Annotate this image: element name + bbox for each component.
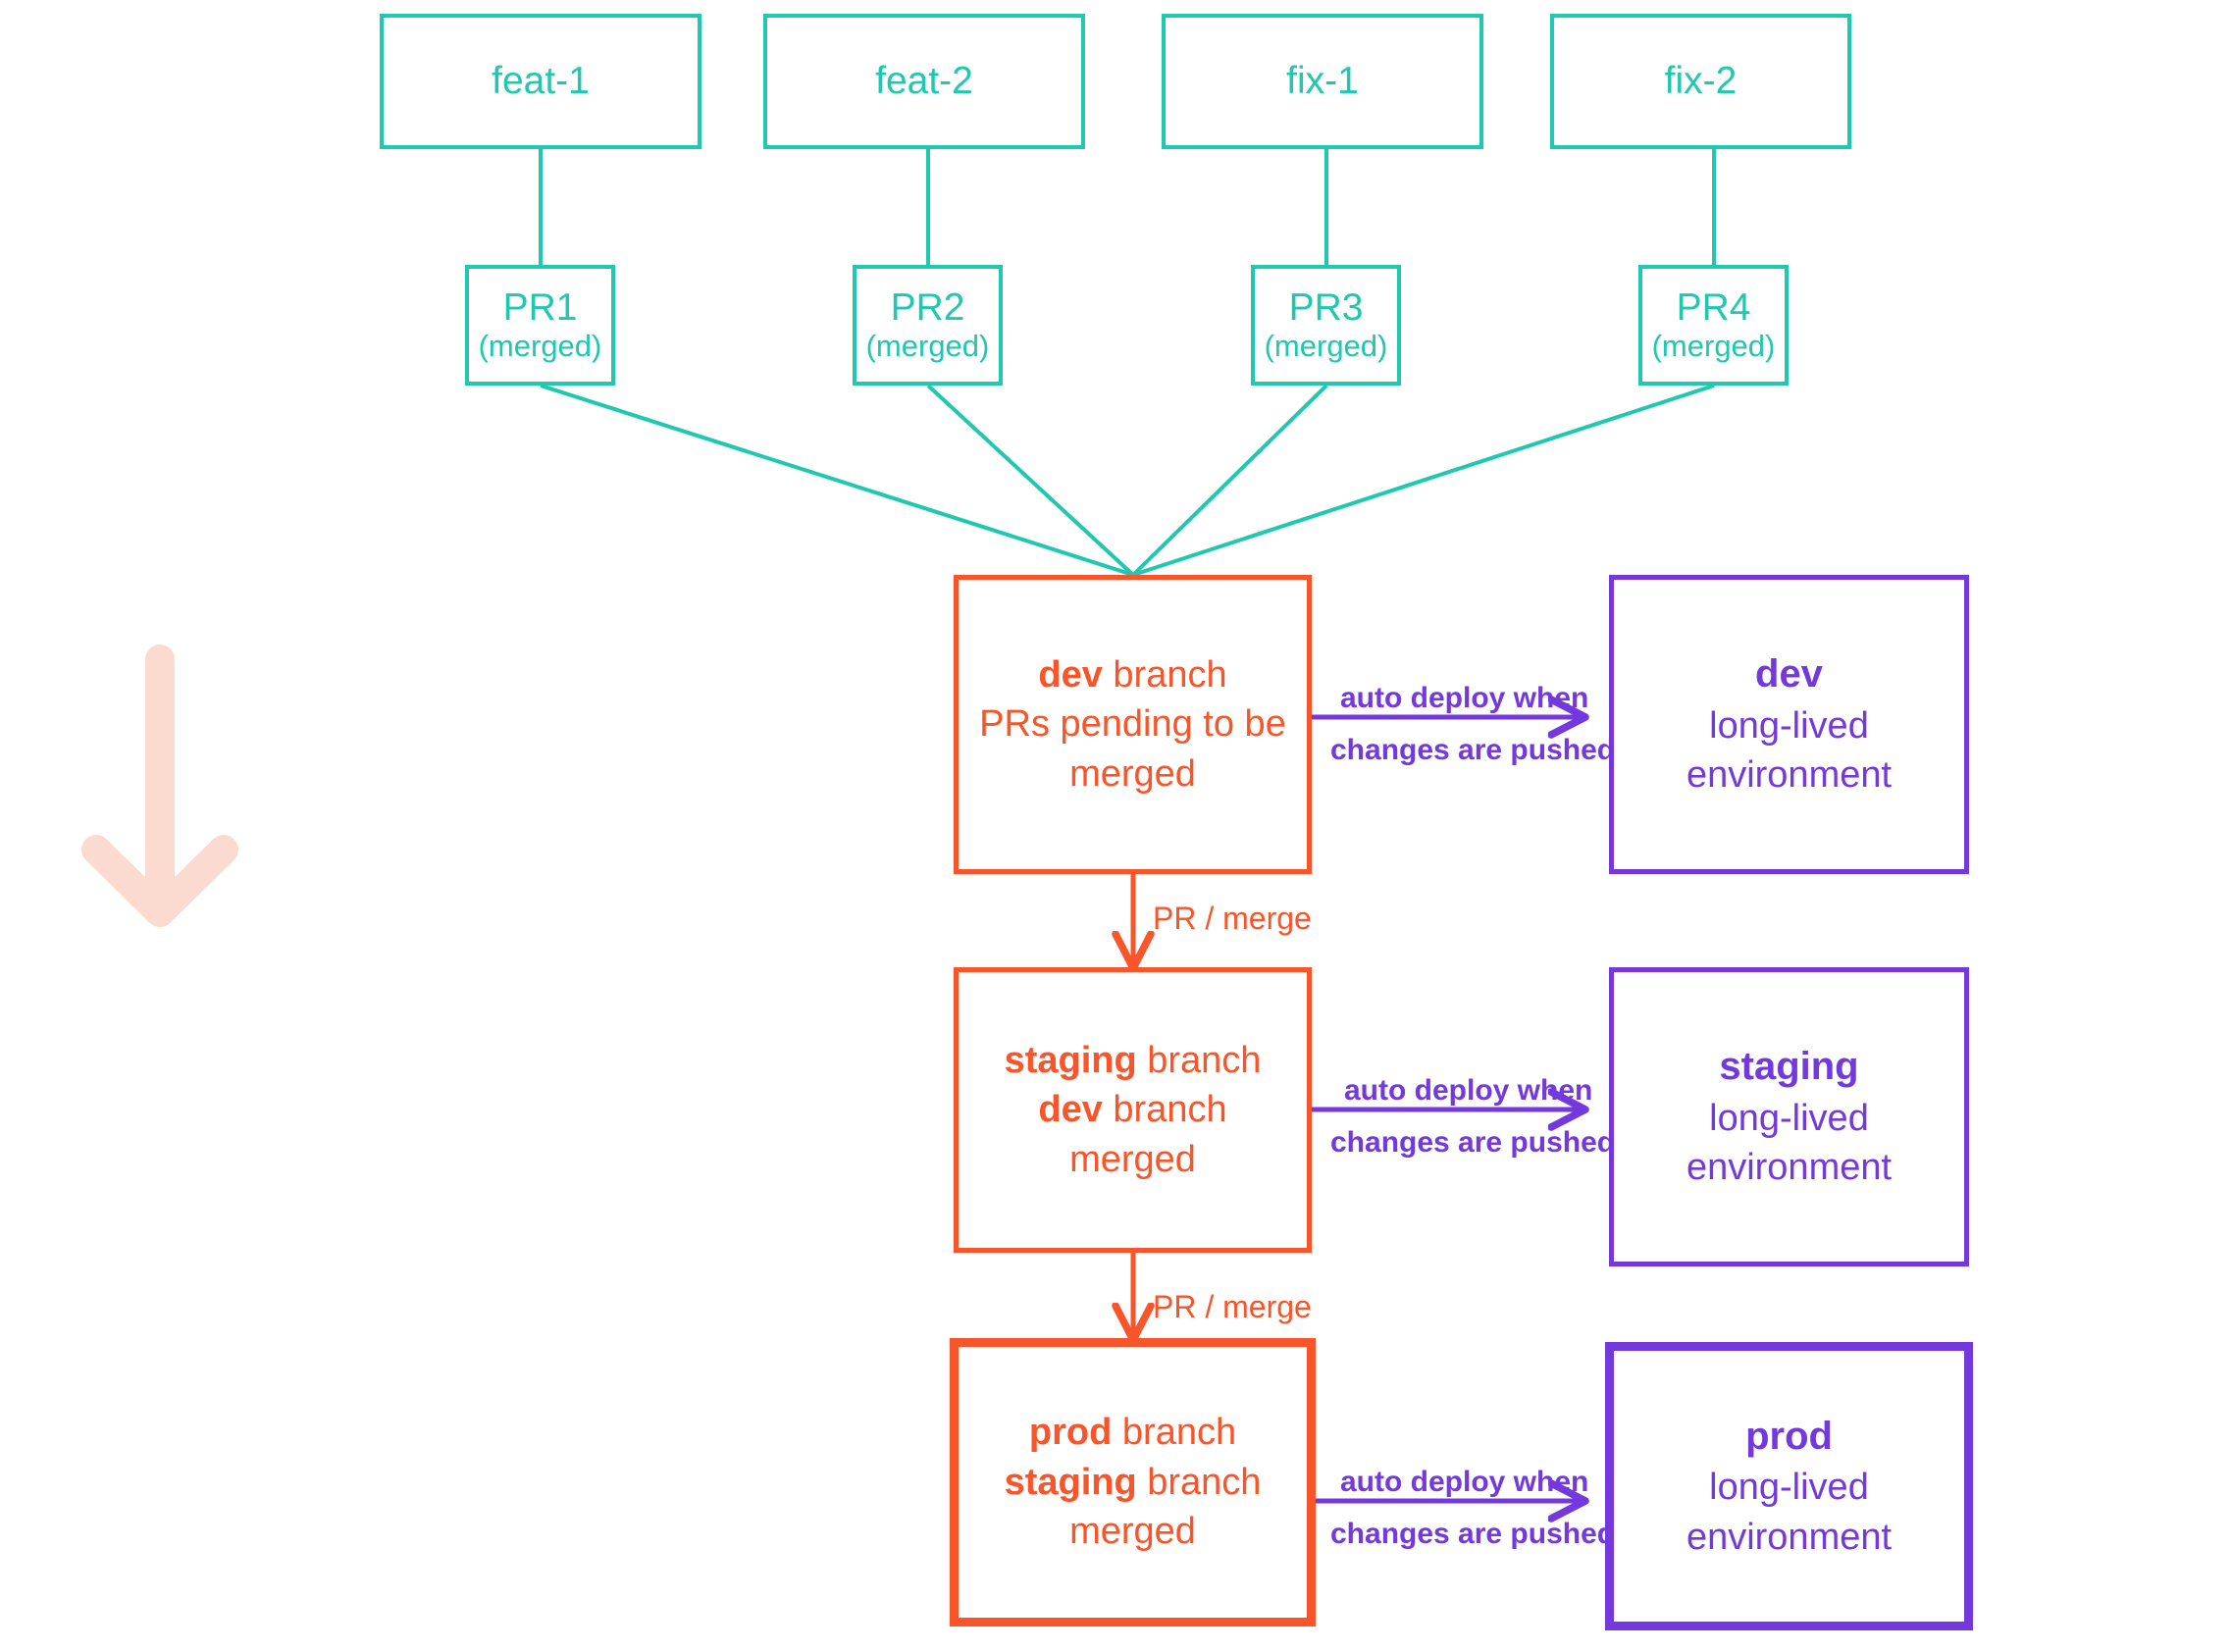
feature-branch-label: fix-2 [1664, 60, 1738, 102]
environment-line-1: long-lived [1709, 1097, 1869, 1139]
pr-title: PR3 [1288, 286, 1364, 330]
git-branch-box-prod[interactable]: prod branch staging branch merged [950, 1338, 1316, 1626]
pull-request-box-4[interactable]: PR4 (merged) [1638, 265, 1789, 386]
pr-status: (merged) [1264, 328, 1388, 363]
environment-name: dev [1755, 652, 1823, 697]
git-branch-detail-tail: branch merged [1069, 1461, 1262, 1553]
deploy-label-above-prod: auto deploy when [1340, 1466, 1589, 1498]
environment-line-2: environment [1686, 1147, 1893, 1189]
git-branch-detail: dev branch merged [976, 1085, 1289, 1184]
environment-line-2: environment [1686, 1516, 1893, 1558]
feature-branch-box-1[interactable]: feat-1 [380, 14, 701, 149]
deploy-label-below-prod: changes are pushed [1330, 1518, 1616, 1550]
environment-box-prod[interactable]: prod long-lived environment [1605, 1342, 1973, 1630]
pr-status: (merged) [1651, 328, 1776, 363]
feature-branch-box-2[interactable]: feat-2 [763, 14, 1085, 149]
pull-request-box-2[interactable]: PR2 (merged) [853, 265, 1003, 386]
git-branch-suffix: branch [1112, 1412, 1237, 1454]
pr-status: (merged) [865, 328, 990, 363]
downward-flow-arrow [81, 645, 238, 927]
feature-branch-box-4[interactable]: fix-2 [1550, 14, 1851, 149]
git-branch-title: staging branch [1005, 1036, 1262, 1086]
feature-branch-label: fix-1 [1286, 60, 1359, 102]
git-branch-name: staging [1004, 1039, 1137, 1081]
feature-to-pr-lines [539, 149, 1716, 265]
deploy-label-above-staging: auto deploy when [1344, 1074, 1593, 1107]
git-branch-name: prod [1028, 1412, 1113, 1454]
git-branch-suffix: branch [1136, 1039, 1262, 1081]
git-branch-name: dev [1038, 653, 1103, 696]
deploy-label-below-dev: changes are pushed [1330, 734, 1616, 766]
git-branch-title: dev branch [1038, 650, 1226, 700]
pull-request-box-1[interactable]: PR1 (merged) [465, 265, 615, 386]
git-branch-detail-bold: staging [1004, 1461, 1137, 1503]
environment-name: staging [1719, 1045, 1859, 1089]
environment-name: prod [1745, 1414, 1833, 1458]
git-branch-title: prod branch [1029, 1408, 1236, 1458]
pr-status: (merged) [478, 328, 602, 363]
git-branch-detail-bold: dev [1038, 1089, 1103, 1131]
environment-box-dev[interactable]: dev long-lived environment [1609, 575, 1969, 874]
environment-box-staging[interactable]: staging long-lived environment [1609, 967, 1969, 1266]
git-branch-detail: staging branch merged [976, 1458, 1289, 1557]
git-branch-suffix: branch [1102, 653, 1227, 696]
deploy-arrows [1312, 717, 1583, 1501]
git-branch-detail-tail: branch merged [1069, 1089, 1227, 1180]
merge-label-staging-to-prod: PR / merge [1153, 1289, 1312, 1324]
pr-title: PR1 [502, 286, 578, 330]
pr-title: PR4 [1676, 286, 1751, 330]
pr-title: PR2 [890, 286, 965, 330]
pull-request-box-3[interactable]: PR3 (merged) [1251, 265, 1401, 386]
git-branch-box-dev[interactable]: dev branch PRs pending to be merged [954, 575, 1312, 874]
pr-to-dev-lines [540, 384, 1715, 577]
deploy-label-below-staging: changes are pushed [1330, 1126, 1616, 1159]
feature-branch-label: feat-2 [875, 60, 973, 102]
feature-branch-box-3[interactable]: fix-1 [1162, 14, 1483, 149]
deploy-label-above-dev: auto deploy when [1340, 682, 1589, 714]
git-branch-box-staging[interactable]: staging branch dev branch merged [954, 967, 1312, 1253]
feature-branch-label: feat-1 [492, 60, 590, 102]
git-branch-detail: PRs pending to be merged [979, 703, 1286, 795]
merge-label-dev-to-staging: PR / merge [1153, 901, 1312, 936]
environment-line-1: long-lived [1709, 704, 1869, 747]
environment-line-2: environment [1686, 754, 1893, 797]
environment-line-1: long-lived [1709, 1467, 1869, 1509]
